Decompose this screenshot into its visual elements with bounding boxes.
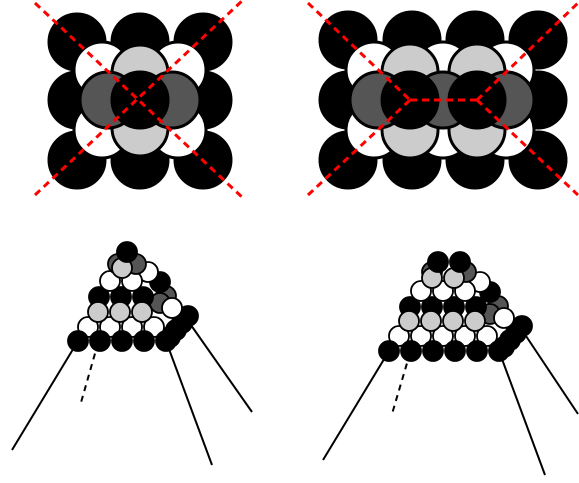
panel-top-right: [306, 1, 579, 197]
pyramid-atoms: [67, 241, 199, 352]
pyramid-edge-lines: [11, 317, 253, 466]
panel-top-left: [33, 0, 245, 200]
pyramid-edge-lines: [322, 326, 579, 476]
panel-bottom-right: [322, 251, 579, 476]
panel-bottom-left: [11, 241, 253, 466]
pyramid-atoms: [378, 251, 533, 362]
